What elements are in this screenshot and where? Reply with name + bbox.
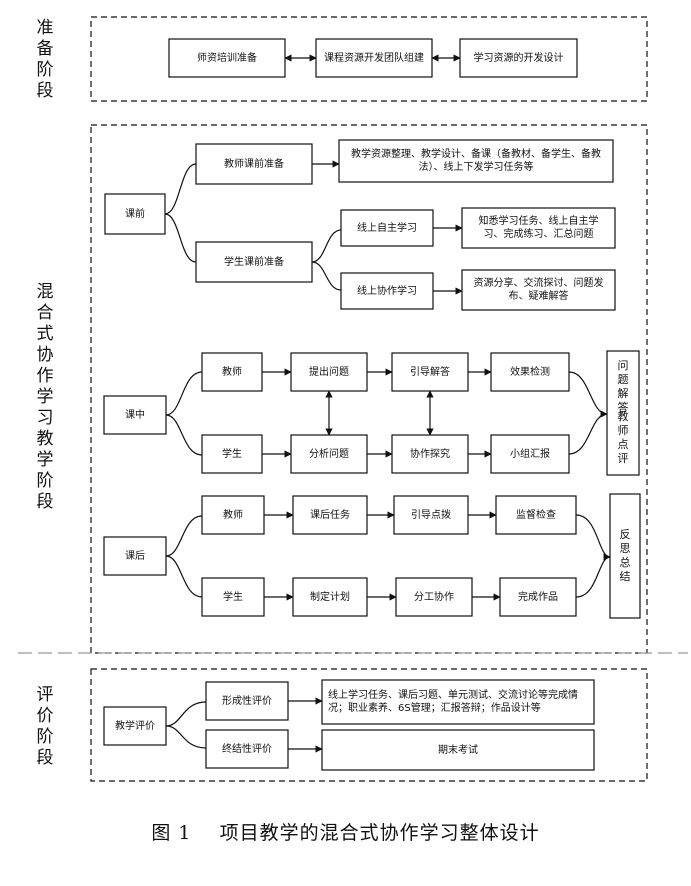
eval-formative-label: 形成性评价 — [222, 695, 272, 707]
pre-student-label: 学生课前准备 — [224, 256, 284, 268]
pre-online-self-desc-box — [461, 207, 616, 249]
post-s1-label: 制定计划 — [310, 591, 350, 603]
post-student-label: 学生 — [223, 591, 243, 603]
stage-label-blended: 混合式协作学习教学阶段 — [36, 282, 54, 512]
in-teacher-label: 教师 — [222, 366, 242, 378]
in-s2-label: 协作探究 — [410, 448, 450, 460]
eval-root-label: 教学评价 — [115, 720, 155, 732]
post-end-box — [609, 493, 641, 619]
pre-teacher-desc: 教学资源整理、教学设计、备课（备教材、备学生、备教法）、线上下发学习任务等 — [351, 149, 601, 173]
in-root-label: 课中 — [125, 409, 145, 421]
post-s2-label: 分工协作 — [414, 591, 454, 603]
stage-label-prep: 准备阶段 — [36, 18, 54, 101]
eval-summative-desc: 期末考试 — [438, 744, 478, 756]
pre-root-label: 课前 — [125, 208, 145, 220]
post-t1-label: 课后任务 — [310, 509, 350, 521]
eval-formative-desc: 线上学习任务、课后习题、单元测试、交流讨论等完成情况；职业素养、6S管理；汇报答… — [328, 690, 578, 714]
pre-online-coop-desc-box — [461, 269, 616, 311]
pre-online-coop-label: 线上协作学习 — [357, 285, 417, 297]
eval-formative-desc-box — [321, 679, 595, 725]
prep-label-3: 学习资源的开发设计 — [473, 52, 564, 64]
in-s1-label: 分析问题 — [309, 448, 349, 460]
in-t3-label: 效果检测 — [510, 366, 550, 378]
eval-frame — [90, 668, 648, 782]
post-end-label: 反思总结 — [619, 528, 631, 583]
pre-online-self-desc: 知悉学习任务、线上自主学习、完成练习、汇总问题 — [478, 216, 599, 240]
post-t3-label: 监督检查 — [516, 509, 556, 521]
eval-summative-label: 终结性评价 — [222, 743, 272, 755]
prep-label-2: 课程资源开发团队组建 — [324, 52, 424, 64]
pre-online-coop-desc: 资源分享、交流探讨、问题发布、疑难解答 — [473, 278, 604, 302]
post-s3-label: 完成作品 — [518, 591, 558, 603]
in-end-top-label: 问题解答 — [617, 359, 629, 414]
post-teacher-label: 教师 — [223, 509, 243, 521]
stage-label-eval: 评价阶段 — [36, 685, 54, 768]
in-t1-label: 提出问题 — [309, 366, 349, 378]
post-root-label: 课后 — [125, 550, 145, 562]
in-student-label: 学生 — [222, 448, 242, 460]
in-end-box — [606, 350, 640, 476]
in-end-bottom-label: 教师点评 — [617, 410, 629, 465]
prep-label-1: 师资培训准备 — [197, 52, 257, 64]
pre-teacher-label: 教师课前准备 — [224, 158, 284, 170]
post-t2-label: 引导点拨 — [411, 509, 451, 521]
eval-summative-desc-box — [321, 729, 595, 771]
pre-online-self-label: 线上自主学习 — [357, 222, 417, 234]
figure-caption: 图 1 项目教学的混合式协作学习整体设计 — [151, 822, 540, 844]
in-t2-label: 引导解答 — [410, 366, 450, 378]
pre-teacher-desc-box — [338, 139, 614, 183]
in-s3-label: 小组汇报 — [510, 448, 550, 460]
